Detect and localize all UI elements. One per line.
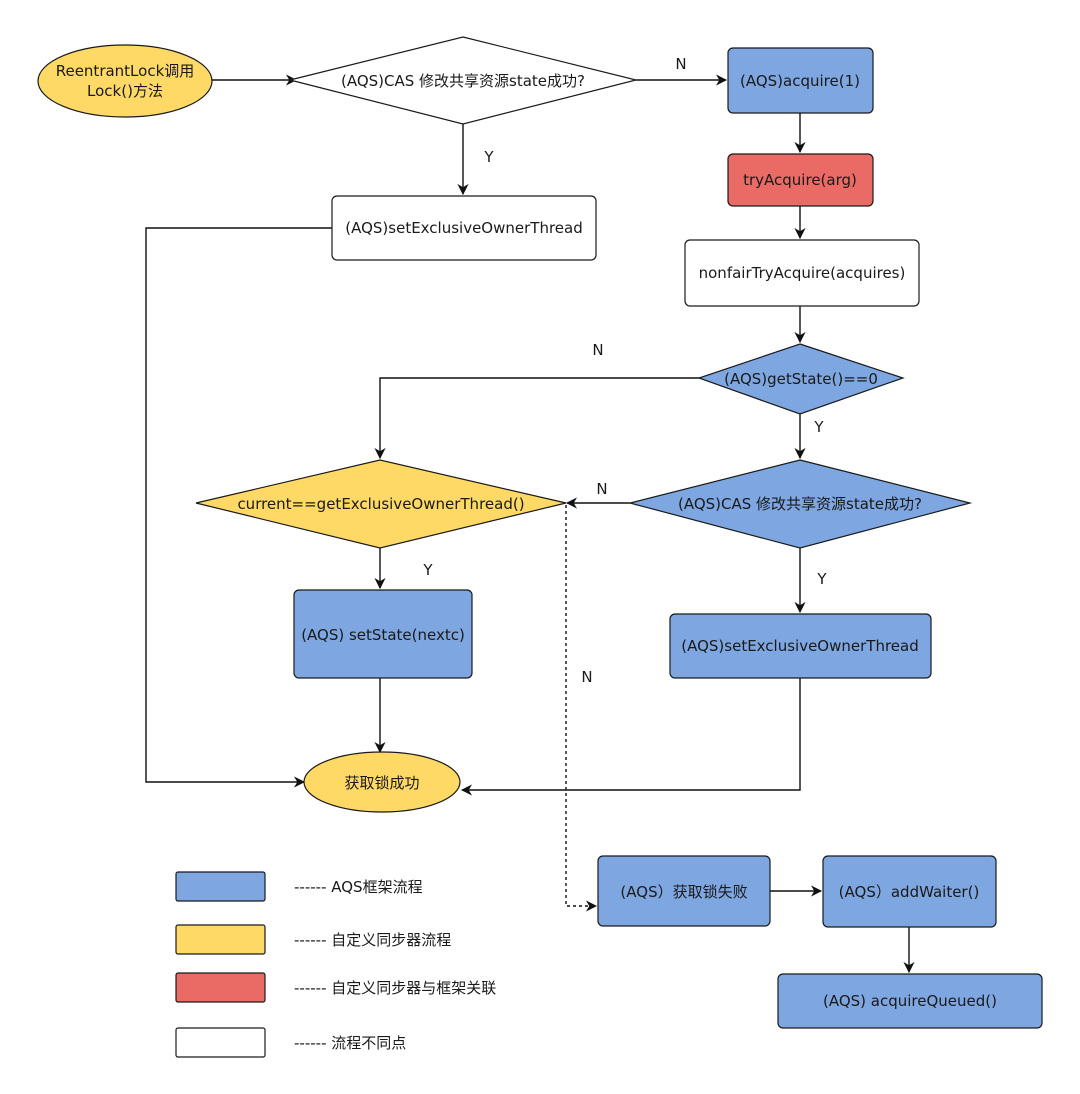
cas-mid-label: (AQS)CAS 修改共享资源state成功? xyxy=(678,495,922,513)
edge-current-check-to-fail xyxy=(565,505,598,912)
nonfair-box xyxy=(684,239,920,307)
edge-set-owner-mid-to-success xyxy=(460,678,801,796)
set-state-box xyxy=(293,589,473,679)
acquire-queued-box xyxy=(777,973,1043,1029)
current-check-label: current==getExclusiveOwnerThread() xyxy=(237,495,524,513)
set-owner-top-box xyxy=(331,195,597,261)
start-label-line-2: Lock()方法 xyxy=(87,82,163,100)
legend-item-link: ------ 自定义同步器与框架关联 xyxy=(175,972,496,1003)
set-owner-mid-box xyxy=(669,613,932,679)
node-get-state: (AQS)getState()==0 xyxy=(697,343,905,415)
add-waiter-label: (AQS）addWaiter() xyxy=(839,883,980,901)
start-label-line-1: ReentrantLock调用 xyxy=(56,62,195,80)
edges xyxy=(145,74,915,974)
fail-label: (AQS）获取锁失败 xyxy=(620,883,747,901)
label-current-yes: Y xyxy=(422,561,433,579)
legend: ------ AQS框架流程 ------ 自定义同步器流程 ------ 自定… xyxy=(175,871,496,1058)
set-owner-mid-label: (AQS)setExclusiveOwnerThread xyxy=(681,637,918,655)
legend-label-diff: ------ 流程不同点 xyxy=(294,1034,406,1052)
label-get-state-yes: Y xyxy=(813,418,824,436)
try-acquire-label: tryAcquire(arg) xyxy=(743,171,857,189)
cas-top-label: (AQS)CAS 修改共享资源state成功? xyxy=(341,72,585,90)
edge-get-state-to-current-check xyxy=(374,377,700,460)
try-acquire-box xyxy=(727,153,874,207)
label-cas-mid-no: N xyxy=(596,480,607,498)
label-cas-mid-yes: Y xyxy=(816,570,827,588)
legend-label-link: ------ 自定义同步器与框架关联 xyxy=(294,979,496,997)
current-check-diamond xyxy=(195,459,567,549)
legend-label-custom: ------ 自定义同步器流程 xyxy=(294,931,451,949)
edge-labels: N Y N Y N Y Y N xyxy=(422,55,827,686)
acquire-queued-label: (AQS) acquireQueued() xyxy=(823,992,997,1010)
node-set-owner-top: (AQS)setExclusiveOwnerThread xyxy=(331,195,597,261)
nonfair-label: nonfairTryAcquire(acquires) xyxy=(699,264,906,282)
legend-swatch-blue xyxy=(175,871,266,902)
legend-swatch-yellow xyxy=(175,924,266,955)
success-label: 获取锁成功 xyxy=(344,774,419,792)
node-add-waiter: (AQS）addWaiter() xyxy=(822,855,997,928)
node-success: 获取锁成功 xyxy=(303,751,461,813)
success-ellipse xyxy=(303,751,461,813)
cas-top-diamond xyxy=(289,36,637,125)
add-waiter-box xyxy=(822,855,997,928)
node-set-owner-mid: (AQS)setExclusiveOwnerThread xyxy=(669,613,932,679)
legend-swatch-red xyxy=(175,972,266,1003)
set-owner-top-label: (AQS)setExclusiveOwnerThread xyxy=(345,219,582,237)
legend-item-custom: ------ 自定义同步器流程 xyxy=(175,924,451,955)
get-state-label: (AQS)getState()==0 xyxy=(724,370,878,388)
get-state-diamond xyxy=(697,343,905,415)
label-get-state-no: N xyxy=(592,341,603,359)
node-set-state: (AQS) setState(nextc) xyxy=(293,589,473,679)
edge-set-owner-top-to-success xyxy=(145,227,332,788)
label-cas-top-yes: Y xyxy=(483,148,494,166)
set-state-label: (AQS) setState(nextc) xyxy=(301,626,465,644)
cas-mid-diamond xyxy=(627,459,973,549)
acquire-box xyxy=(727,47,874,114)
label-current-no: N xyxy=(581,668,592,686)
nodes: ReentrantLock调用 Lock()方法 (AQS)CAS 修改共享资源… xyxy=(37,36,1043,1029)
node-start: ReentrantLock调用 Lock()方法 xyxy=(37,44,213,118)
legend-label-aqs: ------ AQS框架流程 xyxy=(294,878,423,896)
fail-box xyxy=(597,855,771,927)
node-acquire: (AQS)acquire(1) xyxy=(727,47,874,114)
node-nonfair: nonfairTryAcquire(acquires) xyxy=(684,239,920,307)
legend-item-diff: ------ 流程不同点 xyxy=(175,1027,406,1058)
node-try-acquire: tryAcquire(arg) xyxy=(727,153,874,207)
acquire-label: (AQS)acquire(1) xyxy=(740,72,860,90)
node-cas-top: (AQS)CAS 修改共享资源state成功? xyxy=(289,36,637,125)
start-ellipse xyxy=(37,44,213,118)
legend-item-aqs: ------ AQS框架流程 xyxy=(175,871,423,902)
node-cas-mid: (AQS)CAS 修改共享资源state成功? xyxy=(627,459,973,549)
node-fail: (AQS）获取锁失败 xyxy=(597,855,771,927)
label-cas-top-no: N xyxy=(675,55,686,73)
legend-swatch-white xyxy=(175,1027,266,1058)
node-current-check: current==getExclusiveOwnerThread() xyxy=(195,459,567,549)
node-acquire-queued: (AQS) acquireQueued() xyxy=(777,973,1043,1029)
